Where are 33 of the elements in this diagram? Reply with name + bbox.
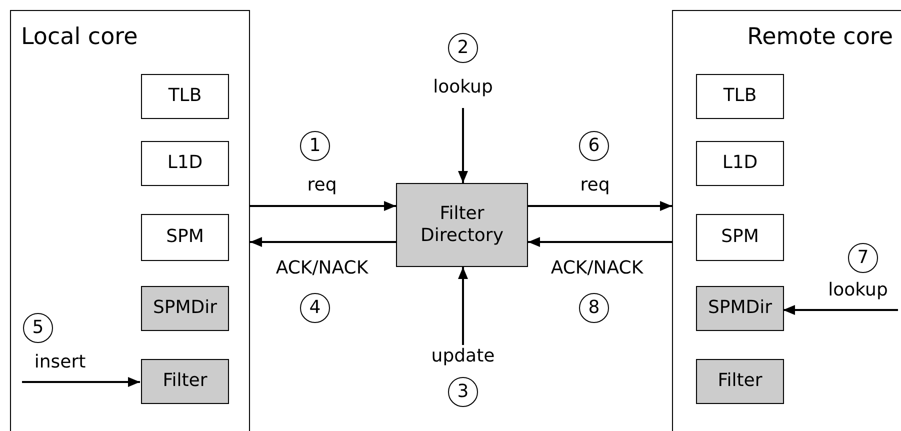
- core-panel: [10, 10, 250, 431]
- edge-label: ACK/NACK: [548, 258, 646, 278]
- arrow: [250, 237, 396, 247]
- step-number: 6: [579, 131, 609, 161]
- arrow: [22, 377, 140, 387]
- unit-box: L1D: [141, 141, 229, 186]
- arrow: [458, 108, 468, 183]
- shaded-box: Filter Directory: [396, 183, 528, 267]
- arrow: [528, 237, 672, 247]
- step-number: 4: [300, 293, 330, 323]
- group-title: Remote core: [747, 23, 893, 52]
- shaded-box: SPMDir: [696, 286, 784, 331]
- step-number: 5: [23, 313, 53, 343]
- step-number: 1: [300, 131, 330, 161]
- core-panel: [672, 10, 901, 431]
- shaded-box: Filter: [696, 359, 784, 404]
- edge-label: ACK/NACK: [274, 258, 370, 278]
- arrow: [458, 267, 468, 345]
- step-number: 7: [848, 243, 878, 273]
- unit-box: SPM: [696, 214, 784, 261]
- step-number: 3: [448, 377, 478, 407]
- shaded-box: Filter: [141, 359, 229, 404]
- step-number: 2: [448, 33, 478, 63]
- arrow: [783, 305, 898, 315]
- unit-box: TLB: [141, 74, 229, 119]
- arrow: [528, 201, 672, 211]
- arrow: [250, 201, 396, 211]
- unit-box: SPM: [141, 214, 229, 261]
- step-number: 8: [579, 293, 609, 323]
- unit-box: TLB: [696, 74, 784, 119]
- group-title: Local core: [21, 23, 138, 52]
- shaded-box: SPMDir: [141, 286, 229, 331]
- unit-box: L1D: [696, 141, 784, 186]
